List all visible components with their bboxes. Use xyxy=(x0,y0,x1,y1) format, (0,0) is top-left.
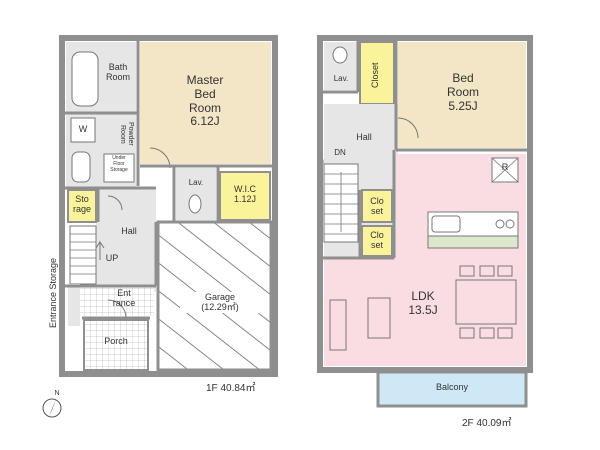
label-closet-2f: Closet xyxy=(370,62,380,88)
underfloor-box xyxy=(103,153,135,183)
sink-basin xyxy=(71,151,91,183)
2f-interior-walls xyxy=(322,40,528,260)
label-porch: Porch xyxy=(104,336,128,346)
label-lav-1f: Lav. xyxy=(188,178,204,187)
coffee-table xyxy=(367,297,391,339)
fridge-cross xyxy=(491,157,519,183)
label-2f-area: 2F 40.09㎡ xyxy=(462,418,512,429)
closet-2f-1-box xyxy=(361,189,393,223)
label-lav-2f: Lav. xyxy=(333,74,349,83)
closet-2f-2-box xyxy=(361,225,393,257)
compass-ring xyxy=(42,398,62,418)
label-compass-n: N xyxy=(54,390,60,397)
1f-interior-walls xyxy=(64,40,272,320)
sofa xyxy=(329,299,347,351)
entrance-area xyxy=(80,286,154,316)
washer-box xyxy=(70,117,96,143)
floor-1f xyxy=(59,35,278,377)
bed-room-2f-area xyxy=(398,42,526,148)
bed-door-2f xyxy=(397,117,419,139)
label-balcony: Balcony xyxy=(435,382,469,392)
entrance-door xyxy=(107,299,127,319)
floor-2f xyxy=(317,35,533,408)
ldk-lower-left-fix xyxy=(324,258,394,366)
hall-door-1f xyxy=(107,195,123,211)
label-washer: W xyxy=(78,124,88,134)
compass xyxy=(42,397,62,418)
label-hall-2f: Hall xyxy=(356,132,372,142)
compass-arrow-icon xyxy=(49,397,57,416)
hall-1f-area xyxy=(96,188,156,292)
toilet-1f xyxy=(188,194,202,214)
dining-set xyxy=(455,265,517,339)
bathtub xyxy=(71,51,99,107)
storage-1f-area xyxy=(67,189,97,223)
stairs-1f xyxy=(69,225,105,285)
label-dn: DN xyxy=(334,148,346,157)
stairs-2f-redraw xyxy=(323,163,359,243)
porch-area xyxy=(83,319,149,371)
entrance-storage-area xyxy=(68,284,80,326)
label-hall-1f: Hall xyxy=(121,226,137,236)
label-entrance-storage: Entrance Storage xyxy=(48,257,58,329)
label-1f-area: 1F 40.84㎡ xyxy=(206,383,256,394)
wic-area xyxy=(219,171,271,221)
kitchen-counter xyxy=(427,211,519,249)
balcony-area xyxy=(376,370,528,408)
master-bed-room-area xyxy=(140,42,271,164)
label-up: UP xyxy=(105,253,119,263)
toilet-2f xyxy=(332,46,348,64)
label-fridge-r: R xyxy=(501,162,509,172)
label-garage: Garage(12.29㎡) xyxy=(180,292,260,313)
